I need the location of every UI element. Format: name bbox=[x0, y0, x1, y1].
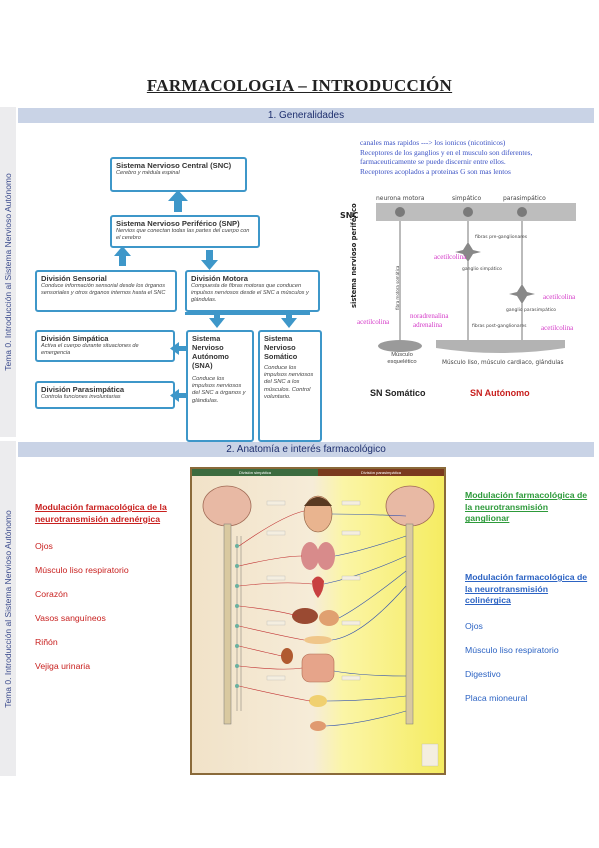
neuron-pathway-svg: neurona motora simpático parasimpático f… bbox=[340, 195, 576, 366]
cholinergic-list: Modulación farmacológica de la neurotran… bbox=[465, 572, 590, 703]
box-desc: Conduce los impulsos nerviosos del SNC a… bbox=[192, 376, 246, 404]
adrenergic-list: Modulación farmacológica de la neurotran… bbox=[35, 502, 185, 671]
box-title: Sistema Nervioso Central (SNC) bbox=[116, 161, 232, 170]
label-simpatico: simpático bbox=[452, 195, 481, 202]
note-line: canales mas rapidos ---> los ionicos (ni… bbox=[360, 138, 506, 147]
box-division-simpatica: División Simpática Activa el cuerpo dura… bbox=[35, 330, 175, 362]
sidebar-tab-2: Tema 0. Introducción al Sistema Nervioso… bbox=[0, 441, 16, 776]
list-item: Placa mioneural bbox=[465, 693, 528, 704]
box-sns: Sistema Nervioso Somático Conduce los im… bbox=[258, 330, 322, 442]
label-pre-ganglionares: fibras pre-ganglionares bbox=[475, 234, 528, 240]
list-item: Digestivo bbox=[465, 669, 501, 680]
box-desc: Conduce información sensorial desde los … bbox=[41, 283, 166, 296]
box-desc: Nervios que conectan todas las partes de… bbox=[116, 228, 250, 241]
figure-header: División simpática División parasimpátic… bbox=[192, 469, 444, 476]
box-desc: Conduce los impulsos nerviosos del SNC a… bbox=[264, 365, 314, 400]
box-title: División Simpática bbox=[41, 334, 109, 343]
ganglionar-list: Modulación farmacológica de la neurotran… bbox=[465, 490, 590, 525]
page-title: FARMACOLOGIA – INTRODUCCIÓN bbox=[146, 76, 453, 95]
box-division-motora: División Motora Compuesta de fibras moto… bbox=[185, 270, 320, 312]
label-ganglio-parasimpatico: ganglio parasimpático bbox=[506, 306, 556, 313]
box-title: Sistema Nervioso Autónomo (SNA) bbox=[192, 334, 229, 370]
box-desc: Activa el cuerpo durante situaciones de … bbox=[41, 343, 139, 356]
handwritten-notes: canales mas rapidos ---> los ionicos (ni… bbox=[360, 138, 532, 177]
box-desc: Compuesta de fibras motoras que conducen… bbox=[191, 283, 309, 303]
list-item: Riñón bbox=[35, 637, 58, 648]
label-post-ganglionares: fibras post-ganglionares bbox=[472, 323, 527, 329]
autonomic-anatomy-figure: División simpática División parasimpátic… bbox=[190, 467, 446, 775]
snc-band bbox=[376, 203, 576, 221]
box-snp: Sistema Nervioso Periférico (SNP) Nervio… bbox=[110, 215, 260, 248]
sidebar-tab-1: Tema 0. Introducción al Sistema Nervioso… bbox=[0, 107, 16, 437]
box-desc: Controla funciones involuntarias bbox=[41, 394, 121, 400]
label-sistema-periferico: sistema nervioso periférico bbox=[350, 203, 358, 308]
box-title: División Parasimpática bbox=[41, 385, 125, 394]
box-desc: Cerebro y médula espinal bbox=[116, 170, 180, 176]
note-line: Receptores de los ganglios y en el muscu… bbox=[360, 147, 533, 157]
label-acetilcolina-parasimpatico: acetilcolina bbox=[543, 293, 576, 301]
label-acetilcolina-simpatico: acetilcolina bbox=[434, 253, 467, 261]
label-musculo-liso: Músculo liso, músculo cardiaco, glándula… bbox=[442, 359, 564, 366]
list-item: Vasos sanguíneos bbox=[35, 613, 106, 624]
section-header-generalidades: 1. Generalidades bbox=[18, 108, 594, 123]
section-header-anatomia: 2. Anatomía e interés farmacológico bbox=[18, 442, 594, 457]
adrenergic-heading: Modulación farmacológica de la neurotran… bbox=[35, 502, 167, 524]
list-item: Ojos bbox=[465, 621, 483, 632]
box-title: Sistema Nervioso Periférico (SNP) bbox=[116, 219, 240, 228]
list-item: Corazón bbox=[35, 589, 68, 600]
label-parasimpatico: parasimpático bbox=[503, 195, 546, 202]
ganglion-star-sympathetic bbox=[455, 242, 481, 262]
smooth-muscle-shape bbox=[436, 340, 565, 353]
box-title: División Sensorial bbox=[41, 274, 107, 283]
anatomy-illustration bbox=[202, 485, 439, 767]
skeletal-muscle-shape bbox=[378, 340, 422, 352]
label-neurona-motora: neurona motora bbox=[376, 195, 425, 202]
ganglion-star-parasympathetic bbox=[509, 284, 535, 304]
list-item: Músculo liso respiratorio bbox=[35, 565, 129, 576]
label-fibra-motora: fibra motora somática bbox=[395, 265, 400, 310]
ganglionar-heading: Modulación farmacológica de la neurotran… bbox=[465, 490, 588, 524]
list-item: Vejiga urinaria bbox=[35, 661, 91, 672]
label-acetilcolina-somatico: acetilcolina bbox=[357, 318, 390, 326]
box-division-sensorial: División Sensorial Conduce información s… bbox=[35, 270, 177, 312]
box-division-parasimpatica: División Parasimpática Controla funcione… bbox=[35, 381, 175, 409]
label-noradrenalina: noradrenalina bbox=[410, 312, 449, 320]
note-line: farmaceuticamente se puede discernir ent… bbox=[360, 157, 506, 167]
label-sn-autonomo: SN Autónomo bbox=[470, 388, 530, 398]
note-line: Receptores acoplados a proteinas G son m… bbox=[360, 166, 511, 176]
label-sn-somatico: SN Somático bbox=[370, 388, 426, 398]
label-musculo-esqueletico: Músculo esquelético bbox=[387, 352, 417, 365]
flowchart-arrows bbox=[114, 190, 310, 402]
list-item: Músculo liso respiratorio bbox=[465, 645, 559, 656]
label-acetilcolina-efector: acetilcolina bbox=[541, 324, 574, 332]
label-snc: SNC bbox=[340, 211, 358, 220]
sidebar-label: Tema 0. Introducción al Sistema Nervioso… bbox=[3, 509, 13, 708]
box-title: División Motora bbox=[191, 274, 248, 283]
box-title: Sistema Nervioso Somático bbox=[264, 334, 298, 361]
figure-header-sympathetic: División simpática bbox=[192, 469, 318, 476]
figure-header-parasympathetic: División parasimpática bbox=[318, 469, 444, 476]
label-adrenalina: adrenalina bbox=[413, 321, 443, 329]
cholinergic-heading: Modulación farmacológica de la neurotran… bbox=[465, 572, 588, 606]
list-item: Ojos bbox=[35, 541, 53, 552]
box-sna: Sistema Nervioso Autónomo (SNA) Conduce … bbox=[186, 330, 254, 442]
label-ganglio-simpatico: ganglio simpático bbox=[462, 265, 502, 272]
